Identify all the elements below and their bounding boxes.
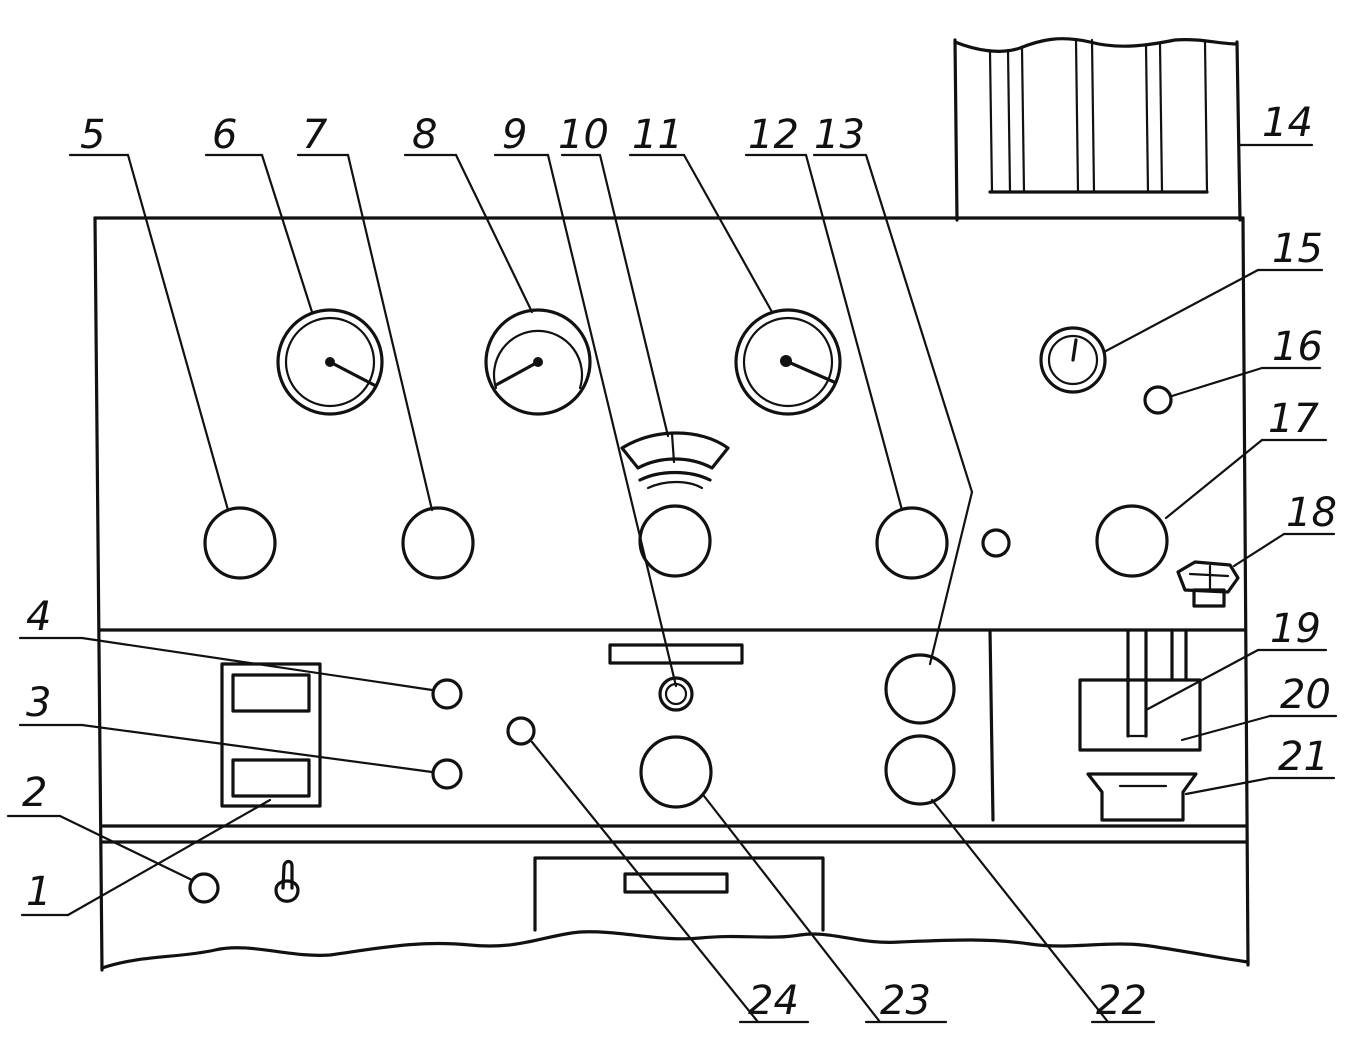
callout-13: 13 — [814, 112, 865, 158]
meter-window-1 — [220, 662, 322, 808]
callout-7: 7 — [302, 112, 328, 158]
callout-18: 18 — [1286, 490, 1337, 536]
connector-18[interactable] — [1176, 560, 1240, 608]
gauge-6 — [276, 308, 384, 416]
scale-indicator — [620, 431, 730, 490]
callout-12: 12 — [748, 112, 799, 158]
indicator-lamp-16 — [1143, 385, 1173, 415]
callout-23: 23 — [880, 978, 931, 1024]
lamp-4 — [431, 678, 463, 710]
leader-lines — [6, 143, 1338, 1024]
label-plate — [608, 643, 744, 665]
top-reel-unit — [953, 37, 1242, 222]
knob-5[interactable] — [203, 506, 277, 580]
callout-10: 10 — [558, 112, 609, 158]
drawer[interactable] — [533, 856, 825, 932]
callout-14: 14 — [1262, 100, 1313, 146]
toggle-switch[interactable] — [274, 859, 300, 903]
holder-19-20 — [1078, 628, 1202, 752]
callout-5: 5 — [80, 112, 105, 158]
lamp-3 — [431, 758, 463, 790]
knob-22[interactable] — [884, 734, 956, 806]
knob-upper-right[interactable] — [884, 653, 956, 725]
callout-20: 20 — [1280, 672, 1331, 718]
callout-22: 22 — [1096, 978, 1147, 1024]
callout-3: 3 — [26, 680, 51, 726]
gauge-15 — [1039, 326, 1107, 394]
callout-16: 16 — [1272, 324, 1323, 370]
indicator-lamp-13 — [981, 528, 1011, 558]
knob-7[interactable] — [401, 506, 475, 580]
panel-frame — [93, 216, 1250, 972]
lamp-2 — [188, 872, 220, 904]
callout-labels: 1 2 3 4 5 6 7 8 9 10 11 12 13 14 15 16 1… — [22, 100, 1337, 1024]
callout-21: 21 — [1278, 734, 1329, 780]
callout-17: 17 — [1268, 396, 1319, 442]
lamp-24 — [506, 716, 536, 746]
callout-15: 15 — [1272, 226, 1323, 272]
callout-19: 19 — [1270, 606, 1321, 652]
callout-4: 4 — [26, 594, 51, 640]
knob-9[interactable] — [638, 504, 712, 578]
knob-17[interactable] — [1095, 504, 1169, 578]
callout-9: 9 — [502, 112, 527, 158]
callout-1: 1 — [26, 869, 51, 915]
gauge-11 — [734, 308, 842, 416]
callout-6: 6 — [212, 112, 237, 158]
gauge-8 — [484, 308, 592, 416]
callout-11: 11 — [632, 112, 683, 158]
callout-24: 24 — [748, 978, 799, 1024]
callout-2: 2 — [22, 770, 47, 816]
knob-12[interactable] — [875, 506, 949, 580]
cup-21 — [1086, 772, 1198, 822]
knob-23[interactable] — [639, 735, 713, 809]
callout-8: 8 — [412, 112, 437, 158]
